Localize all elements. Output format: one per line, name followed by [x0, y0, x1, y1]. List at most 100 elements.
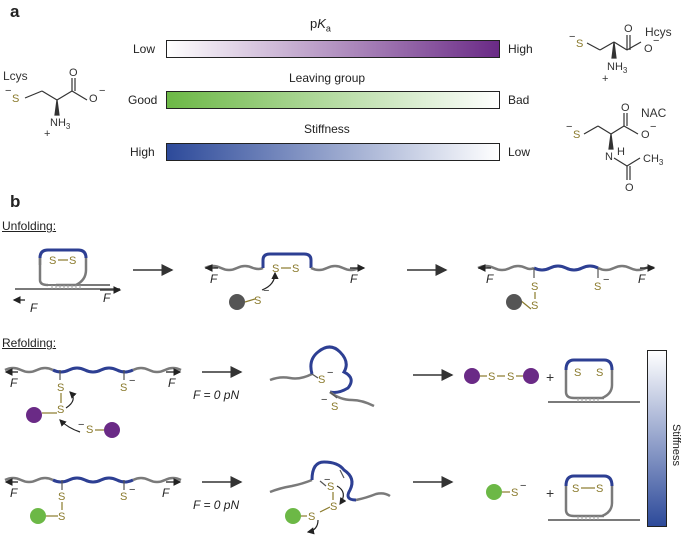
- refolded-s1: S: [574, 367, 581, 379]
- stiffness-right-label: Low: [508, 145, 531, 159]
- nucleophile-bond-1: [244, 298, 256, 303]
- free-thiolate-s2: S: [120, 382, 127, 394]
- free-thiolate-charge-4: −: [321, 394, 327, 406]
- stiffness-vertical-bar: [647, 350, 667, 527]
- disulfide-s4: S: [292, 263, 299, 275]
- free-thiolate-charge-3: −: [327, 367, 333, 379]
- nac-label: NAC: [641, 106, 667, 120]
- force-label-4b: F: [168, 376, 176, 390]
- disulfide-s3: S: [272, 263, 279, 275]
- product-ball-purple-1: [464, 368, 480, 384]
- free-thiolate-s1: S: [594, 281, 601, 293]
- stiffness-left-label: High: [130, 145, 155, 159]
- collapsed-protein-1: [269, 345, 375, 408]
- lcys-sulfur: S: [12, 93, 19, 105]
- hcys-o-charge: −: [653, 35, 659, 47]
- free-thiolate-s4: S: [331, 401, 338, 413]
- nac-methyl: CH3: [643, 153, 664, 167]
- force-label-3a: F: [486, 272, 494, 286]
- force-label-1a: F: [30, 301, 38, 315]
- nac-structure: [583, 113, 641, 180]
- hcys-oxygen: O: [624, 23, 633, 35]
- product-charge-1: −: [520, 480, 526, 492]
- mixed-s6: S: [58, 511, 65, 523]
- panel-a-label: a: [10, 2, 20, 21]
- panel-b-label: b: [10, 192, 21, 211]
- refolding-heading: Refolding:: [2, 336, 57, 350]
- folded-protein-1: [15, 248, 120, 290]
- nucleophile-ball-gray-1: [229, 294, 245, 310]
- leaving-s1: S: [86, 424, 93, 436]
- nucleophile-ball-purple-1: [26, 407, 42, 423]
- attack-arrow-2: [65, 391, 77, 409]
- leaving-group-right-label: Bad: [508, 93, 530, 107]
- force-label-4a: F: [10, 376, 18, 390]
- lcys-oxygen: O: [69, 67, 78, 79]
- nucleophile-ball-green-2: [285, 508, 301, 524]
- refolded-s2: S: [596, 367, 603, 379]
- free-thiolate-s3: S: [318, 374, 325, 386]
- plus-sign-2: +: [546, 485, 554, 501]
- attack-arrow-3: [59, 419, 81, 433]
- zero-force-label-2: F = 0 pN: [193, 498, 239, 512]
- nac-o-charge: −: [650, 121, 656, 133]
- mixed-s5: S: [58, 491, 65, 503]
- nac-oxygen3: O: [625, 182, 634, 194]
- nac-nitrogen: N: [605, 151, 613, 163]
- free-thiolate-s5: S: [120, 491, 127, 503]
- disulfide-s2: S: [69, 255, 76, 267]
- mixed-s1: S: [531, 281, 538, 293]
- pka-left-label: Low: [133, 42, 156, 56]
- attack-arrow-5: [306, 519, 319, 535]
- stretched-protein-1: [204, 252, 360, 272]
- mixed-s4: S: [57, 404, 64, 416]
- leaving-group-left-label: Good: [128, 93, 158, 107]
- lcys-label: Lcys: [3, 69, 28, 83]
- product-s1: S: [488, 371, 495, 383]
- refolded-s4: S: [596, 483, 603, 495]
- hcys-oxygen2: O: [644, 43, 653, 55]
- leaving-charge-1: −: [78, 419, 84, 431]
- leaving-group-gradient-bar: [166, 91, 500, 109]
- unfolded-protein-2: [4, 366, 182, 380]
- hcys-label: Hcys: [645, 25, 672, 39]
- product-s3: S: [511, 487, 518, 499]
- lcys-amine-charge: +: [44, 128, 50, 140]
- plus-sign-1: +: [546, 369, 554, 385]
- nac-oxygen: O: [621, 102, 630, 114]
- free-thiolate-charge-5: −: [129, 484, 135, 496]
- nucleophile-ball-green-1: [30, 508, 46, 524]
- hcys-structure: [586, 35, 642, 59]
- product-s2: S: [507, 371, 514, 383]
- refolded-protein-1: [548, 358, 640, 403]
- stiffness-gradient-bar: [166, 143, 500, 161]
- nac-oxygen2: O: [641, 129, 650, 141]
- unfolded-protein-1: [477, 264, 655, 278]
- free-thiolate-charge-6: −: [324, 474, 330, 486]
- lcys-oxygen2: O: [89, 93, 98, 105]
- refolded-s3: S: [572, 483, 579, 495]
- mixed-s8: S: [308, 511, 315, 523]
- nucleophile-ball-purple-2: [104, 422, 120, 438]
- nac-sulfur: S: [573, 129, 580, 141]
- stiffness-title: Stiffness: [304, 122, 350, 136]
- product-ball-green-1: [486, 484, 502, 500]
- lcys-o-charge: −: [99, 85, 105, 97]
- nac-hydrogen: H: [617, 146, 625, 158]
- mixed-s3: S: [57, 382, 64, 394]
- nac-s-charge: −: [566, 121, 572, 133]
- unfolded-protein-3: [4, 476, 182, 490]
- force-label-5b: F: [162, 486, 170, 500]
- lcys-amine: NH3: [50, 117, 71, 131]
- unfolding-heading: Unfolding:: [2, 219, 57, 233]
- pka-gradient-bar: [166, 40, 500, 58]
- hcys-amine-charge: +: [602, 73, 608, 85]
- force-label-5a: F: [10, 486, 18, 500]
- force-label-1b: F: [103, 291, 111, 305]
- pka-right-label: High: [508, 42, 533, 56]
- zero-force-label-1: F = 0 pN: [193, 388, 239, 402]
- disulfide-s1: S: [49, 255, 56, 267]
- attack-arrow-4: [336, 485, 347, 505]
- hcys-s-charge: −: [569, 31, 575, 43]
